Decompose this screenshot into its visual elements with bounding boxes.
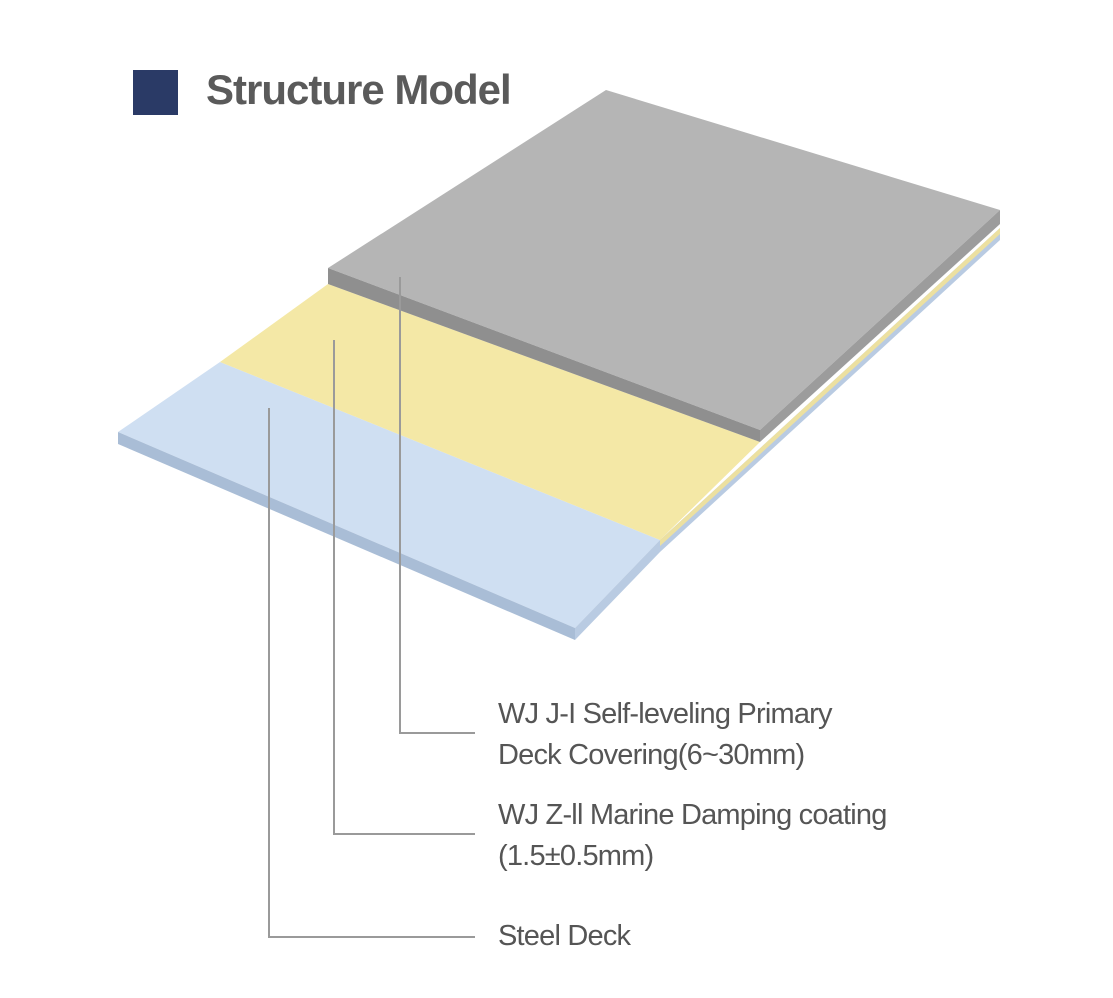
label-primary-covering-line1: WJ J-I Self-leveling Primary [498, 698, 833, 730]
label-damping-coating-line2: (1.5±0.5mm) [498, 840, 654, 872]
leader-line-primary [399, 277, 475, 734]
label-damping-coating-line1: WJ Z-ll Marine Damping coating [498, 799, 887, 831]
leader-line-steel [268, 408, 475, 938]
label-steel-deck: Steel Deck [498, 920, 631, 952]
primary-covering-layer [328, 90, 1000, 442]
damping-coating-layer [220, 228, 1000, 546]
title-square-marker [133, 70, 178, 115]
leader-line-damping [333, 340, 475, 835]
label-primary-covering-line2: Deck Covering(6~30mm) [498, 739, 805, 771]
page-title: Structure Model [206, 66, 512, 113]
